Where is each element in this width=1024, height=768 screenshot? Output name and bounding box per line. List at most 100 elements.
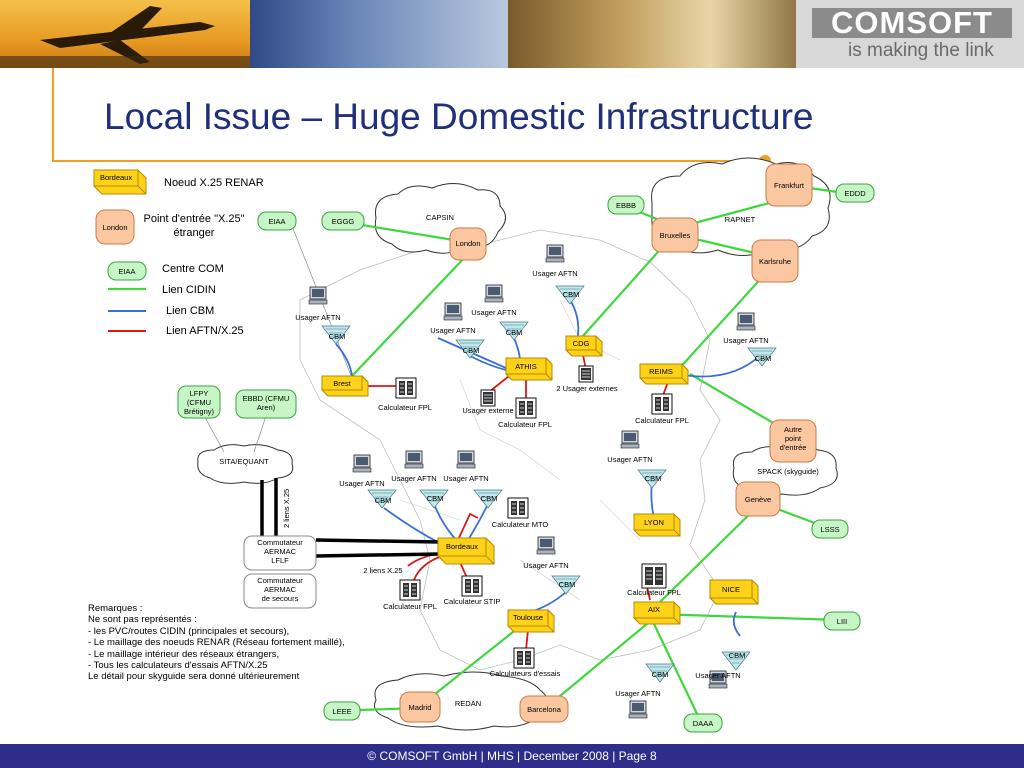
terminal-icon (736, 312, 756, 331)
entry-autre-label-1: Autre (784, 425, 802, 434)
com-lsss-label: LSSS (820, 525, 839, 534)
cloud-spack-label: SPACK (skyguide) (757, 467, 819, 476)
x25-links-label: 2 liens X.25 (363, 566, 402, 575)
usager-aftn-label: Usager AFTN (295, 313, 340, 322)
legend-aftn-label: Lien AFTN/X.25 (166, 325, 244, 337)
calc-mto-label: Calculateur MTO (492, 520, 549, 529)
com-daaa-label: DAAA (693, 719, 713, 728)
cbm-label: CBM (652, 670, 669, 679)
usager-externe-icon (480, 389, 496, 407)
controller-photo (508, 0, 798, 68)
calculator-essais-icon (513, 647, 535, 669)
remark-line: - Le maillage des noeuds RENAR (Réseau f… (88, 637, 345, 649)
usager-externe-label: Usager externe (462, 406, 513, 415)
legend-entry-desc-1: Point d'entrée "X.25" (143, 213, 244, 225)
cloud-rapnet-label: RAPNET (725, 215, 756, 224)
cbm-label: CBM (755, 354, 772, 363)
calculator-fpl-icon (651, 393, 673, 415)
entry-barcelona-label: Barcelona (527, 705, 562, 714)
legend-com-node-label: EIAA (118, 267, 135, 276)
cbm-label: CBM (729, 651, 746, 660)
usager-aftn-label: Usager AFTN (723, 336, 768, 345)
calc-fpl-label: Calculateur FPL (627, 588, 681, 597)
usagers-externes-label: 2 Usager externes (556, 384, 618, 393)
entry-point-bruxelles (651, 217, 699, 253)
renar-aix-label: AIX (648, 605, 660, 614)
legend-com-desc: Centre COM (162, 263, 224, 275)
entry-point-karlsruhe (751, 239, 799, 283)
switch-lflf-label-2: AERMAC (264, 547, 297, 556)
usager-aftn-label: Usager AFTN (430, 326, 475, 335)
com-centre-ebbd (235, 389, 297, 419)
entry-point-madrid (399, 691, 441, 723)
switch-aermac-lflf (243, 535, 317, 571)
com-ebbb-label: EBBB (616, 201, 636, 210)
radar-photo (250, 0, 508, 68)
entry-frankfurt-label: Frankfurt (774, 181, 805, 190)
airplane-icon (0, 6, 250, 68)
entry-autre-label-2: point (785, 434, 802, 443)
renar-node-lyon (633, 513, 681, 537)
x25-links-label-vertical: 2 liens X.25 (282, 489, 291, 528)
renar-bordeaux-label: Bordeaux (446, 542, 478, 551)
entry-point-geneve (735, 481, 781, 517)
calculator-mto-icon (507, 497, 529, 519)
com-centre-daaa (683, 713, 723, 733)
com-centre-eddd (835, 183, 875, 203)
legend-cidin-label: Lien CIDIN (162, 284, 216, 296)
cbm-label: CBM (481, 494, 498, 503)
usager-externe-icon (578, 365, 594, 383)
calc-stip-label: Calculateur STIP (444, 597, 501, 606)
switch-secours-label-2: AERMAC (264, 585, 297, 594)
terminal-icon (308, 286, 328, 305)
calc-fpl-label: Calculateur FPL (383, 602, 437, 611)
com-centre-liii (823, 611, 861, 631)
terminal-icon (536, 536, 556, 555)
entry-point-barcelona (519, 695, 569, 723)
legend-entry-point (95, 209, 135, 245)
com-ebbd-label-1: EBBD (CFMU (243, 394, 290, 403)
calculator-fpl-icon (399, 579, 421, 601)
calculator-fpl-icon (641, 563, 667, 589)
footer-bar: © COMSOFT GmbH | MHS | December 2008 | P… (0, 744, 1024, 768)
com-lfpy-label-2: (CFMU (187, 398, 211, 407)
renar-node-reims (639, 363, 689, 385)
com-eddd-label: EDDD (844, 189, 866, 198)
legend-renar-node-label: Bordeaux (100, 173, 132, 182)
france-outline (299, 229, 721, 671)
com-centre-leee (323, 701, 361, 721)
renar-node-bordeaux (437, 537, 495, 565)
com-leee-label: LEEE (332, 707, 351, 716)
cbm-label: CBM (506, 328, 523, 337)
switch-lflf-label-1: Commutateur (257, 538, 303, 547)
com-centre-lsss (811, 519, 849, 539)
com-lfpy-label-3: Brétigny) (184, 407, 215, 416)
accent-vertical-line (52, 68, 54, 160)
entry-london-label: London (455, 239, 480, 248)
terminal-icon (352, 454, 372, 473)
com-liii-label: LIII (837, 617, 847, 626)
header-banner: COMSOFT is making the link (0, 0, 1024, 68)
renar-brest-label: Brest (333, 379, 351, 388)
renar-cdg-label: CDG (573, 339, 590, 348)
com-ebbd-label-2: Aren) (257, 403, 276, 412)
usager-aftn-label: Usager AFTN (339, 479, 384, 488)
legend-renar-node (93, 169, 147, 195)
com-lfpy-label-1: LFPY (190, 389, 209, 398)
usager-aftn-label: Usager AFTN (391, 474, 436, 483)
legend-cbm-label: Lien CBM (166, 305, 214, 317)
usager-aftn-label: Usager AFTN (607, 455, 652, 464)
legend-entry-node-label: London (102, 223, 127, 232)
usager-aftn-label: Usager AFTN (615, 689, 660, 698)
remarks-block: Remarques : Ne sont pas représentés : - … (88, 603, 345, 683)
terminal-icon (484, 284, 504, 303)
legend-com-centre (107, 261, 147, 281)
calculator-fpl-icon (515, 397, 537, 419)
com-eiaa-label: EIAA (268, 217, 285, 226)
accent-horizontal-line (52, 160, 764, 162)
network-diagram: Bordeaux Noeud X.25 RENAR London Point d… (93, 157, 875, 733)
remark-line: - Tous les calculateurs d'essais AFTN/X.… (88, 660, 268, 672)
entry-autre-label-3: d'entrée (780, 443, 807, 452)
terminal-icon (404, 450, 424, 469)
legend-entry-desc-2: étranger (174, 227, 215, 239)
